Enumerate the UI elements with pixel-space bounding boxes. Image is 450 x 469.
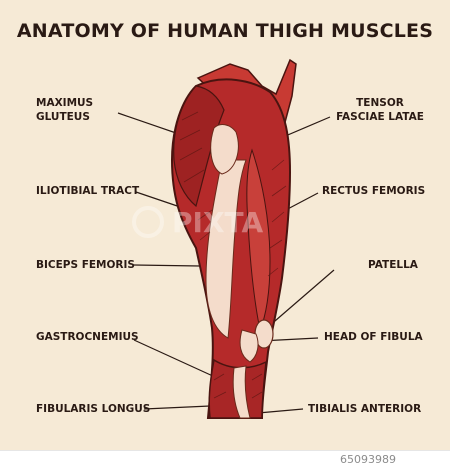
- hatching: [179, 111, 287, 399]
- label-maximus-gluteus-line-2: GLUTEUS: [36, 111, 90, 123]
- footer-id: 65093989: [340, 453, 396, 466]
- label-gastrocnemius: GASTROCNEMIUS: [36, 331, 139, 343]
- leader-tibialis-anterior: [257, 408, 304, 414]
- leader-lines: [117, 112, 335, 414]
- footer-bar: 65093989: [0, 450, 450, 469]
- label-tensor-line-1: TENSOR: [356, 97, 404, 109]
- label-tensor-line-2: FASCIAE LATAE: [336, 111, 424, 123]
- label-biceps-femoris: BICEPS FEMORIS: [36, 259, 135, 271]
- label-maximus-gluteus: MAXIMUS GLUTEUS: [36, 96, 93, 124]
- label-tensor-fasciae-latae: TENSOR FASCIAE LATAE: [326, 96, 434, 124]
- leader-fibularis-longus: [143, 405, 211, 410]
- label-tibialis-anterior: TIBIALIS ANTERIOR: [308, 403, 422, 415]
- page-title: ANATOMY OF HUMAN THIGH MUSCLES: [16, 20, 434, 42]
- watermark-logo: PIXTA: [132, 206, 263, 239]
- label-iliotibial-tract: ILIOTIBIAL TRACT: [36, 185, 140, 197]
- label-rectus-femoris: RECTUS FEMORIS: [322, 185, 426, 197]
- label-patella: PATELLA: [368, 259, 418, 271]
- label-maximus-gluteus-line-1: MAXIMUS: [36, 97, 94, 109]
- hip-tendon-shape: [210, 124, 239, 175]
- label-head-of-fibula: HEAD OF FIBULA: [324, 331, 423, 343]
- head-of-fibula-shape: [239, 329, 259, 363]
- leader-biceps-femoris: [133, 264, 201, 267]
- leg-muscles: [170, 58, 297, 419]
- leader-patella: [267, 269, 335, 328]
- tibia-tendon-shape: [232, 365, 251, 419]
- leader-maximus-gluteus: [117, 112, 177, 134]
- leader-gastrocnemius: [133, 339, 216, 378]
- watermark-text: PIXTA: [172, 206, 263, 239]
- label-fibularis-longus: FIBULARIS LONGUS: [36, 403, 151, 415]
- gluteus-maximus-shape: [173, 85, 225, 208]
- iliotibial-tract-shape: [205, 159, 247, 339]
